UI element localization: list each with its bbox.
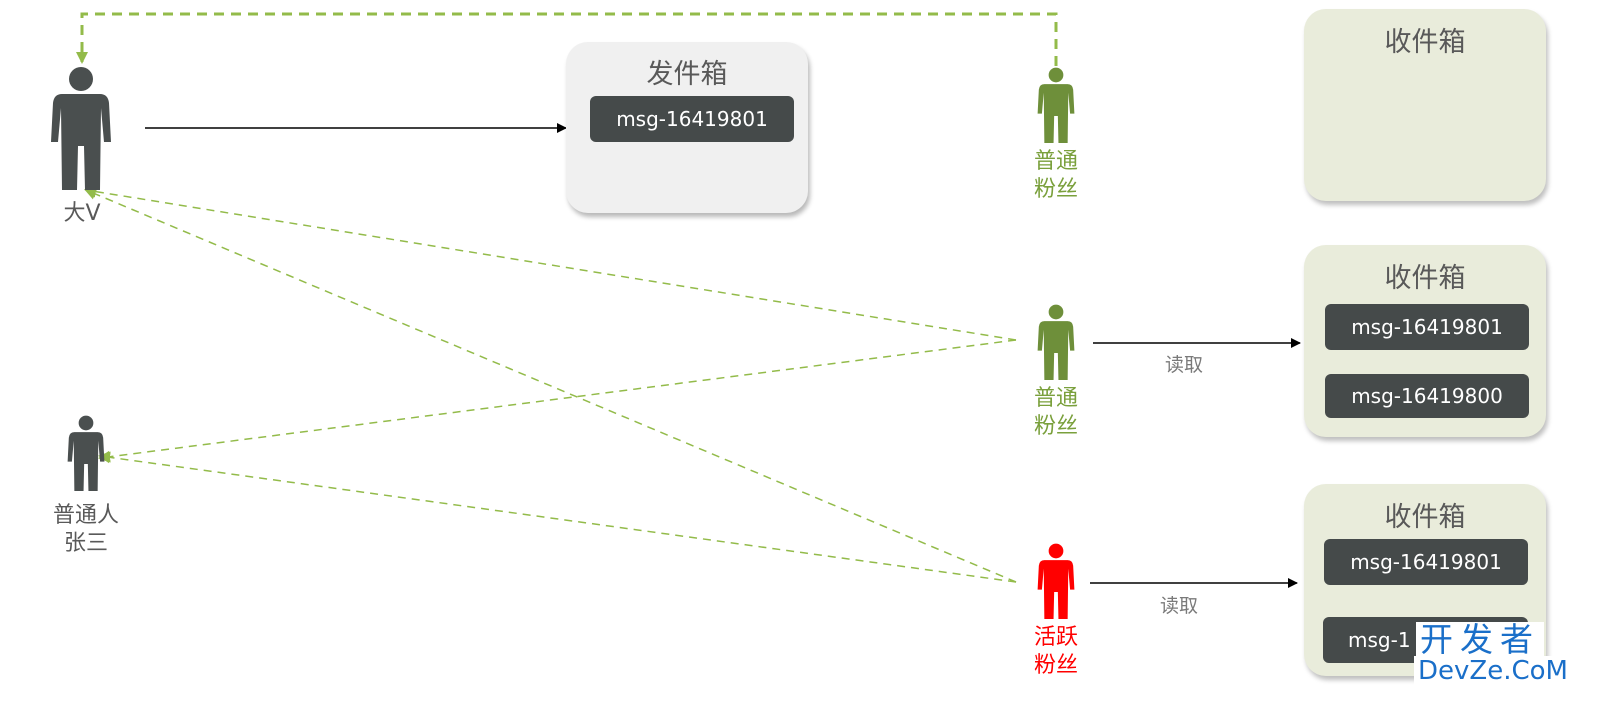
follow-line-activefan-zhangsan [98,451,1017,583]
inbox-mid: 收件箱 msg-16419801 msg-16419800 [1304,245,1546,437]
follow-line-midfan-bigv [84,185,1017,341]
inbox-active-message-2-text: msg-1 [1348,628,1411,652]
inbox-active-title: 收件箱 [1384,502,1466,533]
follow-line-midfan-zhangsan [98,339,1017,463]
inbox-top-title: 收件箱 [1384,27,1466,58]
fan-mid-label: 普通 粉丝 [1033,386,1078,439]
follow-line-activefan-bigv [84,188,1017,583]
outbox-message: msg-16419801 [590,96,794,142]
read-label-active: 读取 [1160,595,1199,617]
fan-top-person-icon [1037,67,1075,143]
normal-person-icon [67,415,105,491]
inbox-mid-message-2: msg-16419800 [1325,374,1529,418]
watermark-site: DevZe.CoM [1414,656,1572,686]
fan-top-label: 普通 粉丝 [1033,149,1078,202]
fan-mid-person-icon [1037,304,1075,380]
read-label-mid: 读取 [1165,354,1204,376]
fan-active-person-icon [1037,543,1075,619]
inbox-mid-title: 收件箱 [1384,263,1466,294]
follow-line-topfan-bigv [76,12,1058,66]
inbox-mid-message-1: msg-16419801 [1325,304,1529,350]
inbox-top: 收件箱 [1304,9,1546,201]
inbox-active-message-1: msg-16419801 [1324,539,1528,585]
outbox: 发件箱 msg-16419801 [566,42,808,213]
fan-active-label: 活跃 粉丝 [1033,625,1078,678]
watermark-title: 开发者 [1416,622,1544,658]
outbox-title: 发件箱 [646,59,728,90]
normal-person-label: 普通人 张三 [52,503,119,556]
big-v-person-icon [51,67,111,190]
big-v-label: 大V [63,201,101,226]
